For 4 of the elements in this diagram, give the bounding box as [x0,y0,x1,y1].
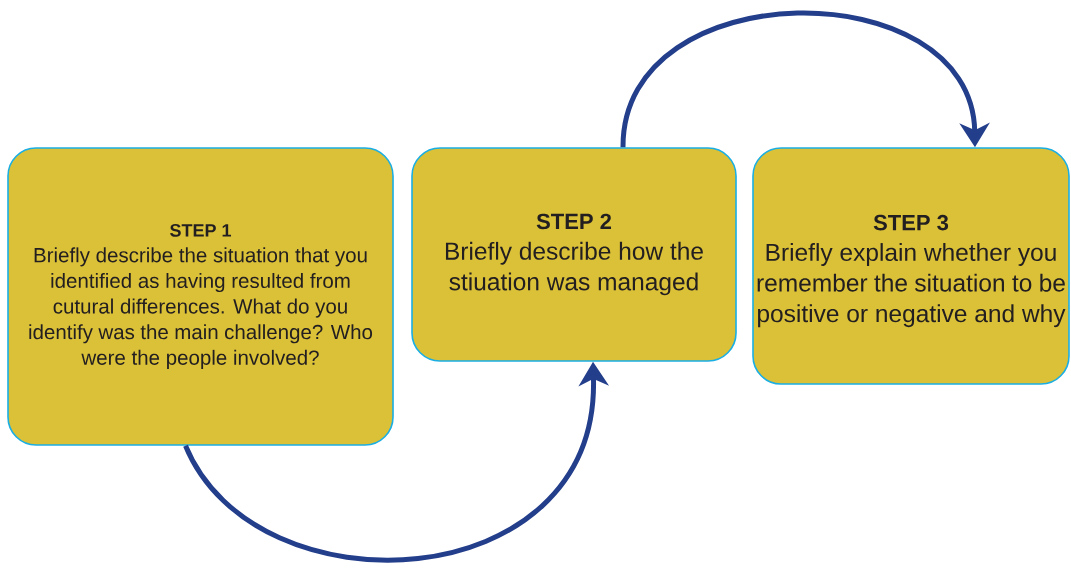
step-box: STEP 3 Briefly explain whether you remember the situation to be positive or negative and why [752,147,1070,385]
step-box: STEP 2 Briefly describe how the stiuation was managed [411,147,737,362]
curved-arrow [620,10,990,148]
step-box: STEP 1 Briefly describe the situation that you identified as having resulted from cutural differences. What do you identify was the main challenge? Who were the people involved? [7,147,394,446]
